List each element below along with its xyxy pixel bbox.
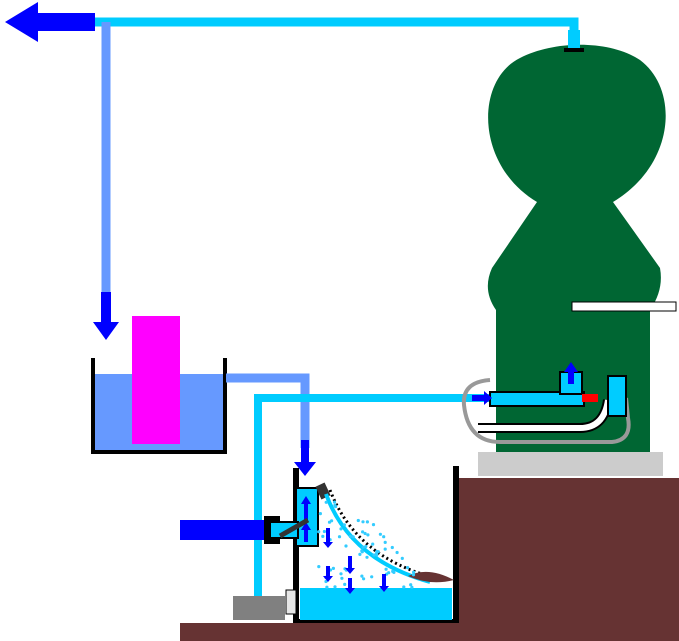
spray-drop (339, 527, 343, 531)
tower-body (487, 44, 666, 453)
return-pipe-top (95, 17, 579, 32)
spray-drop (333, 503, 337, 507)
spray-drop (395, 550, 399, 555)
float-block (132, 316, 180, 444)
spray-drop (343, 567, 347, 571)
basin-water (300, 588, 452, 620)
spray-drop (372, 553, 376, 557)
tank-walls (91, 358, 227, 454)
spray-drop (356, 518, 360, 523)
spray-drop (361, 545, 365, 549)
fitting-end-cap (607, 375, 627, 417)
spray-drop (364, 544, 368, 549)
spray-drop (333, 585, 337, 589)
spray-drop (342, 523, 346, 527)
spray-drop (383, 547, 387, 551)
down-arrow-icon (323, 528, 333, 548)
spray-drop (365, 555, 369, 559)
spray-drop (360, 574, 364, 578)
tank-overflow-pipe (226, 373, 310, 448)
spray-drop (330, 519, 334, 523)
spray-drop (351, 535, 355, 539)
down-arrow-icon (345, 578, 355, 594)
spray-drop (332, 500, 337, 504)
spray-drop (358, 552, 362, 557)
spray-drop (340, 576, 344, 580)
down-arrow-icon (345, 556, 355, 574)
spray-drop (409, 583, 413, 587)
spray-drop (344, 544, 348, 548)
tank-inlet-down-arrow-icon (93, 292, 119, 340)
spray-screen (324, 493, 431, 584)
spray-drop (400, 556, 404, 561)
spray-drop (362, 577, 366, 581)
spray-drop (383, 540, 387, 545)
spray-drop (378, 532, 382, 536)
fitting-up-arrow-icon (564, 362, 578, 384)
inlet-pipe (180, 520, 276, 540)
spray-drop (325, 585, 329, 589)
outlet-arrow-icon (5, 2, 95, 42)
spray-drop (348, 534, 352, 539)
spray-drop (406, 566, 410, 570)
tower-rod (571, 301, 677, 312)
spray-drop (366, 533, 370, 537)
spray-drop (322, 529, 326, 534)
tower-outlet-nozzle (568, 30, 580, 52)
spray-drop (339, 572, 343, 576)
spray-drop (343, 582, 347, 587)
tower-platform (478, 452, 663, 476)
spray-drop (361, 520, 365, 524)
down-arrow-icon (323, 566, 333, 582)
basin-down-arrows (323, 528, 389, 594)
spray-drop (387, 571, 391, 575)
spray-drop (361, 530, 365, 534)
spray-drop (321, 534, 325, 539)
spray-drop (410, 585, 414, 589)
tower-bent-pipe-inner (478, 399, 611, 431)
spray-drop (318, 511, 322, 516)
spray-drop (365, 520, 369, 524)
nozzle-up-arrow-icon (301, 496, 311, 520)
down-arrow-icon (379, 574, 389, 592)
spray-drop (391, 569, 395, 574)
spray-drop (337, 535, 342, 539)
loop-pipe (461, 378, 631, 444)
spray-drop (390, 545, 394, 550)
pump-pipe-stub (285, 589, 297, 615)
nozzle-rim (564, 48, 584, 52)
spray-drop (363, 531, 367, 536)
spray-drop (360, 549, 364, 553)
fitting-right-arrow-icon (472, 391, 492, 405)
spray-drop (317, 565, 321, 569)
inlet-deflector (278, 517, 310, 539)
sediment-deposit (408, 571, 454, 583)
ground-block (180, 478, 679, 641)
spray-drop (317, 530, 321, 534)
spray-drop (370, 575, 374, 579)
spray-drop (411, 573, 416, 577)
pump-block (233, 596, 285, 620)
ground-ledge (180, 623, 460, 641)
spray-drop (412, 570, 416, 574)
spray-drop (331, 566, 335, 571)
spray-drop (384, 567, 388, 571)
spray-drop (375, 553, 379, 557)
spray-drop (324, 500, 328, 504)
nozzle-up-arrow-2-icon (301, 522, 311, 542)
valve-body (582, 394, 598, 402)
spray-drop (402, 585, 406, 589)
basin-inlet-down-arrow-icon (294, 440, 316, 476)
spray-drop (324, 579, 328, 584)
spray-drop (371, 523, 376, 527)
spray-drop (371, 542, 375, 546)
spray-drop (382, 535, 386, 539)
inlet-pipe-collar (269, 521, 299, 539)
